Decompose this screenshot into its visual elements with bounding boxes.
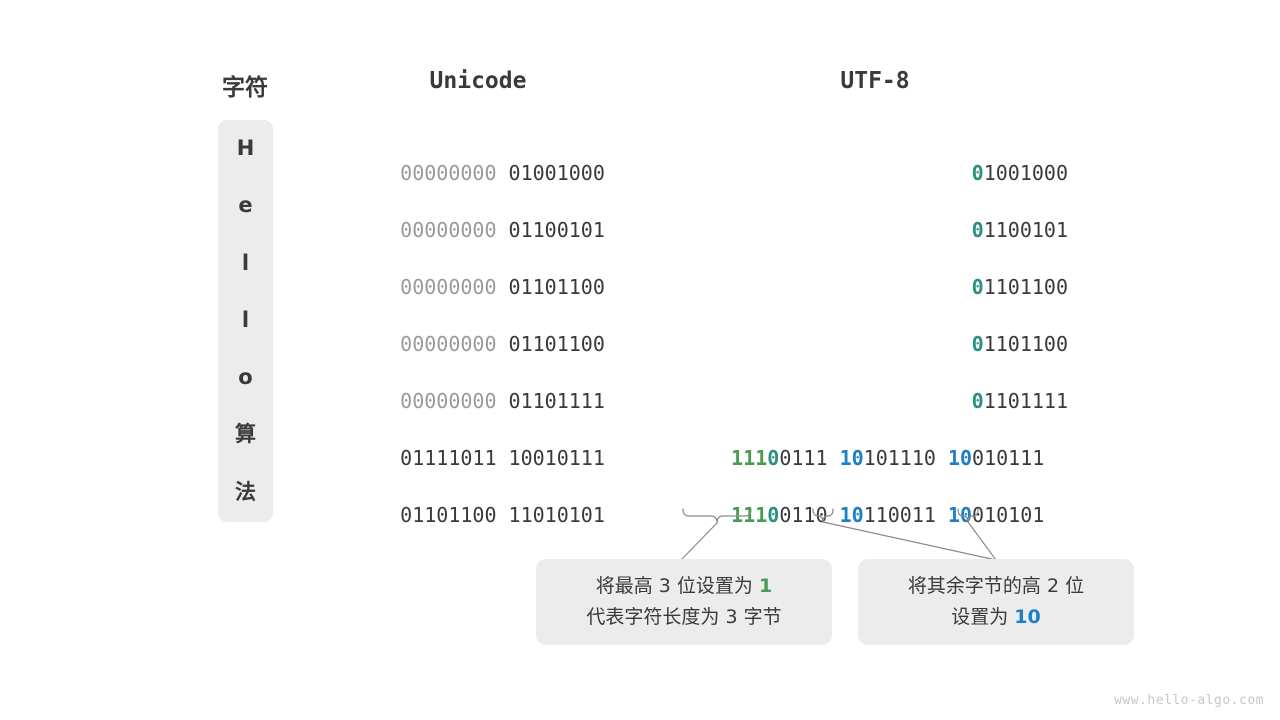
unicode-bits: 00000000 01001000	[352, 140, 612, 206]
utf8-prefix-zero: 0	[767, 446, 780, 470]
utf8-bits: 01101100	[808, 311, 1068, 377]
utf8-prefix: 10	[839, 446, 864, 470]
utf8-rest: 101110	[863, 446, 936, 470]
unicode-low-byte: 01100101	[508, 218, 605, 242]
utf8-prefix: 10	[947, 503, 973, 527]
utf8-prefix: 0	[971, 332, 984, 356]
utf8-prefix: 10	[839, 503, 864, 527]
utf8-bits: 01101111	[808, 368, 1068, 434]
utf8-prefix: 111	[731, 503, 768, 527]
callout-continuation-bytes: 将其余字节的高 2 位 设置为 10	[858, 559, 1134, 645]
utf8-rest: 1101100	[983, 275, 1068, 299]
utf8-bits: 01100101	[808, 197, 1068, 263]
unicode-high-byte: 01101100	[400, 503, 497, 527]
utf8-rest: 010101	[972, 503, 1045, 527]
unicode-high-byte: 00000000	[400, 161, 497, 185]
char-cell: 法	[235, 480, 256, 504]
utf8-rest: 0110	[779, 503, 828, 527]
utf8-rest: 1001000	[983, 161, 1068, 185]
unicode-bits: 01111011 10010111	[352, 425, 612, 491]
utf8-prefix: 0	[971, 389, 984, 413]
char-cell: e	[238, 193, 253, 217]
callout-continuation-line2-text: 设置为	[951, 606, 1015, 628]
callout-first-byte: 将最高 3 位设置为 1 代表字符长度为 3 字节	[536, 559, 832, 645]
utf8-rest: 1100101	[983, 218, 1068, 242]
utf8-prefix: 111	[731, 446, 768, 470]
header-character: 字符	[222, 75, 268, 101]
unicode-high-byte: 00000000	[400, 389, 497, 413]
callout-first-byte-line1: 将最高 3 位设置为 1	[596, 571, 772, 602]
utf8-rest: 1101100	[983, 332, 1068, 356]
utf8-bits: 11100111 10101110 10010111	[683, 425, 1044, 491]
callout-first-byte-value: 1	[758, 575, 773, 597]
unicode-bits: 00000000 01101100	[352, 311, 612, 377]
utf8-rest: 1101111	[983, 389, 1068, 413]
unicode-bits: 01101100 11010101	[352, 482, 612, 548]
char-cell: 算	[235, 422, 256, 446]
unicode-high-byte: 00000000	[400, 275, 497, 299]
unicode-bits: 00000000 01100101	[352, 197, 612, 263]
char-cell: o	[238, 365, 253, 389]
utf8-prefix-zero: 0	[767, 503, 780, 527]
callout-continuation-value: 10	[1014, 606, 1041, 628]
unicode-high-byte: 01111011	[400, 446, 497, 470]
unicode-low-byte: 10010111	[508, 446, 605, 470]
utf8-rest: 010111	[972, 446, 1045, 470]
char-cell: l	[241, 308, 250, 332]
unicode-low-byte: 01101100	[508, 275, 605, 299]
callout-continuation-line1: 将其余字节的高 2 位	[907, 575, 1085, 597]
unicode-high-byte: 00000000	[400, 218, 497, 242]
unicode-bits: 00000000 01101100	[352, 254, 612, 320]
utf8-prefix: 0	[971, 218, 984, 242]
utf8-bits: 11100110 10110011 10010101	[683, 482, 1044, 548]
unicode-low-byte: 01101100	[508, 332, 605, 356]
callout-first-byte-line1-text: 将最高 3 位设置为	[595, 575, 759, 597]
callout-continuation-line2: 设置为 10	[951, 602, 1041, 633]
unicode-low-byte: 11010101	[508, 503, 605, 527]
unicode-low-byte: 01001000	[508, 161, 605, 185]
header-unicode: Unicode	[429, 68, 527, 94]
character-column-box: H e l l o 算 法	[218, 120, 273, 522]
char-cell: l	[241, 251, 250, 275]
header-utf8: UTF-8	[840, 68, 910, 94]
unicode-low-byte: 01101111	[508, 389, 605, 413]
utf8-bits: 01001000	[808, 140, 1068, 206]
utf8-rest: 110011	[863, 503, 936, 527]
utf8-bits: 01101100	[808, 254, 1068, 320]
unicode-bits: 00000000 01101111	[352, 368, 612, 434]
callout-first-byte-line2: 代表字符长度为 3 字节	[586, 606, 782, 628]
char-cell: H	[236, 136, 255, 160]
utf8-prefix: 0	[971, 275, 984, 299]
utf8-prefix: 0	[971, 161, 984, 185]
unicode-high-byte: 00000000	[400, 332, 497, 356]
watermark: www.hello-algo.com	[1114, 693, 1264, 708]
utf8-prefix: 10	[947, 446, 973, 470]
utf8-rest: 0111	[779, 446, 828, 470]
